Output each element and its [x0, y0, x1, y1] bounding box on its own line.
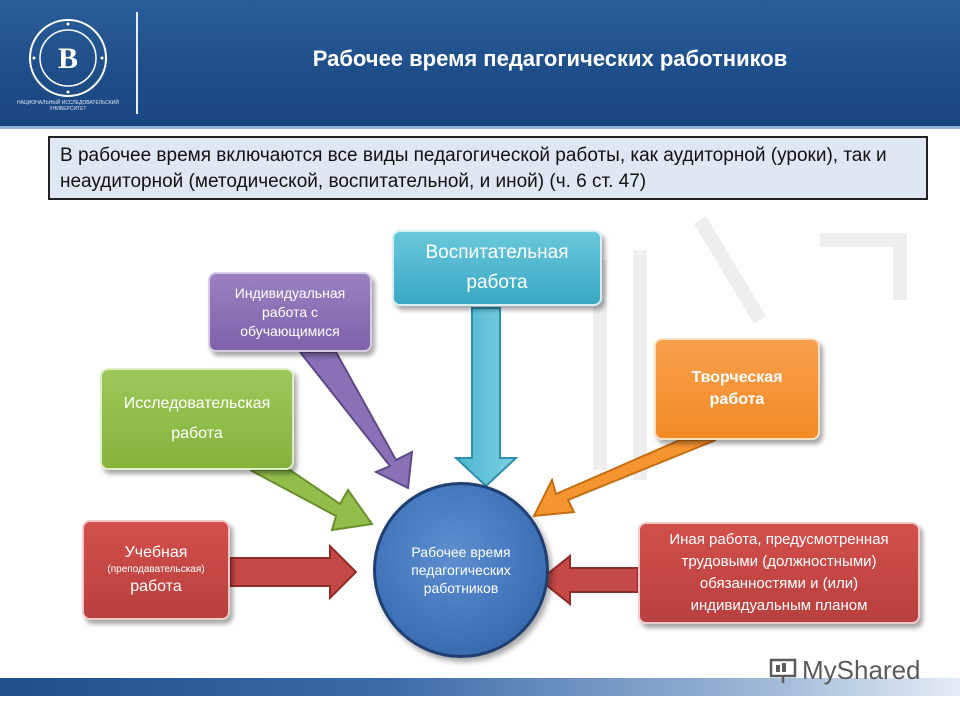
node-individualnaya-text: Индивидуальная работа с обучающимися	[234, 284, 346, 339]
node-vospitatelnaya: Воспитательная работа	[392, 230, 602, 306]
node-uchebnaya-line1: Учебная	[124, 544, 188, 561]
arrow-vospitatelnaya	[453, 307, 519, 488]
presentation-icon	[769, 658, 797, 683]
arrow-uchebnaya	[229, 543, 358, 601]
intro-text-box: В рабочее время включаются все виды педа…	[48, 136, 928, 200]
arrow-issledovatelskaya	[249, 469, 374, 532]
header-divider	[0, 126, 960, 129]
node-uchebnaya: Учебная (преподавательская) работа	[82, 520, 230, 620]
node-uchebnaya-line3: работа	[130, 578, 182, 595]
myshared-brand: MyShared	[802, 655, 921, 685]
logo-caption: НАЦИОНАЛЬНЫЙ ИССЛЕДОВАТЕЛЬСКИЙ УНИВЕРСИТ…	[17, 100, 119, 112]
node-inaya: Иная работа, предусмотренная трудовыми (…	[638, 522, 920, 624]
node-inaya-text: Иная работа, предусмотренная трудовыми (…	[669, 531, 889, 614]
node-tvorcheskaya-line1: Творческая	[691, 369, 783, 386]
page-title: Рабочее время педагогических работников	[312, 46, 788, 71]
footer-bar	[0, 678, 960, 696]
node-issledovatelskaya-line1: Исследовательская	[123, 395, 271, 412]
header-bar	[0, 0, 960, 126]
node-tvorcheskaya: Творческая работа	[654, 338, 820, 440]
node-vospitatelnaya-line1: Воспитательная	[425, 242, 569, 263]
arrow-individualnaya	[297, 351, 414, 490]
node-issledovatelskaya-line2: работа	[171, 425, 223, 442]
node-individualnaya: Индивидуальная работа с обучающимися	[208, 272, 372, 352]
arrow-tvorcheskaya	[532, 439, 717, 518]
myshared-logo: MyShared	[768, 655, 921, 686]
header-separator	[136, 12, 138, 114]
university-logo-icon: В	[29, 19, 107, 97]
svg-text:В: В	[58, 42, 78, 75]
node-tvorcheskaya-line2: работа	[709, 391, 765, 408]
center-node: Рабочее время педагогических работников	[373, 482, 549, 658]
node-vospitatelnaya-line2: работа	[466, 272, 528, 293]
arrow-inaya	[538, 553, 639, 607]
node-issledovatelskaya: Исследовательская работа	[100, 368, 294, 470]
node-uchebnaya-line2: (преподавательская)	[107, 564, 205, 575]
